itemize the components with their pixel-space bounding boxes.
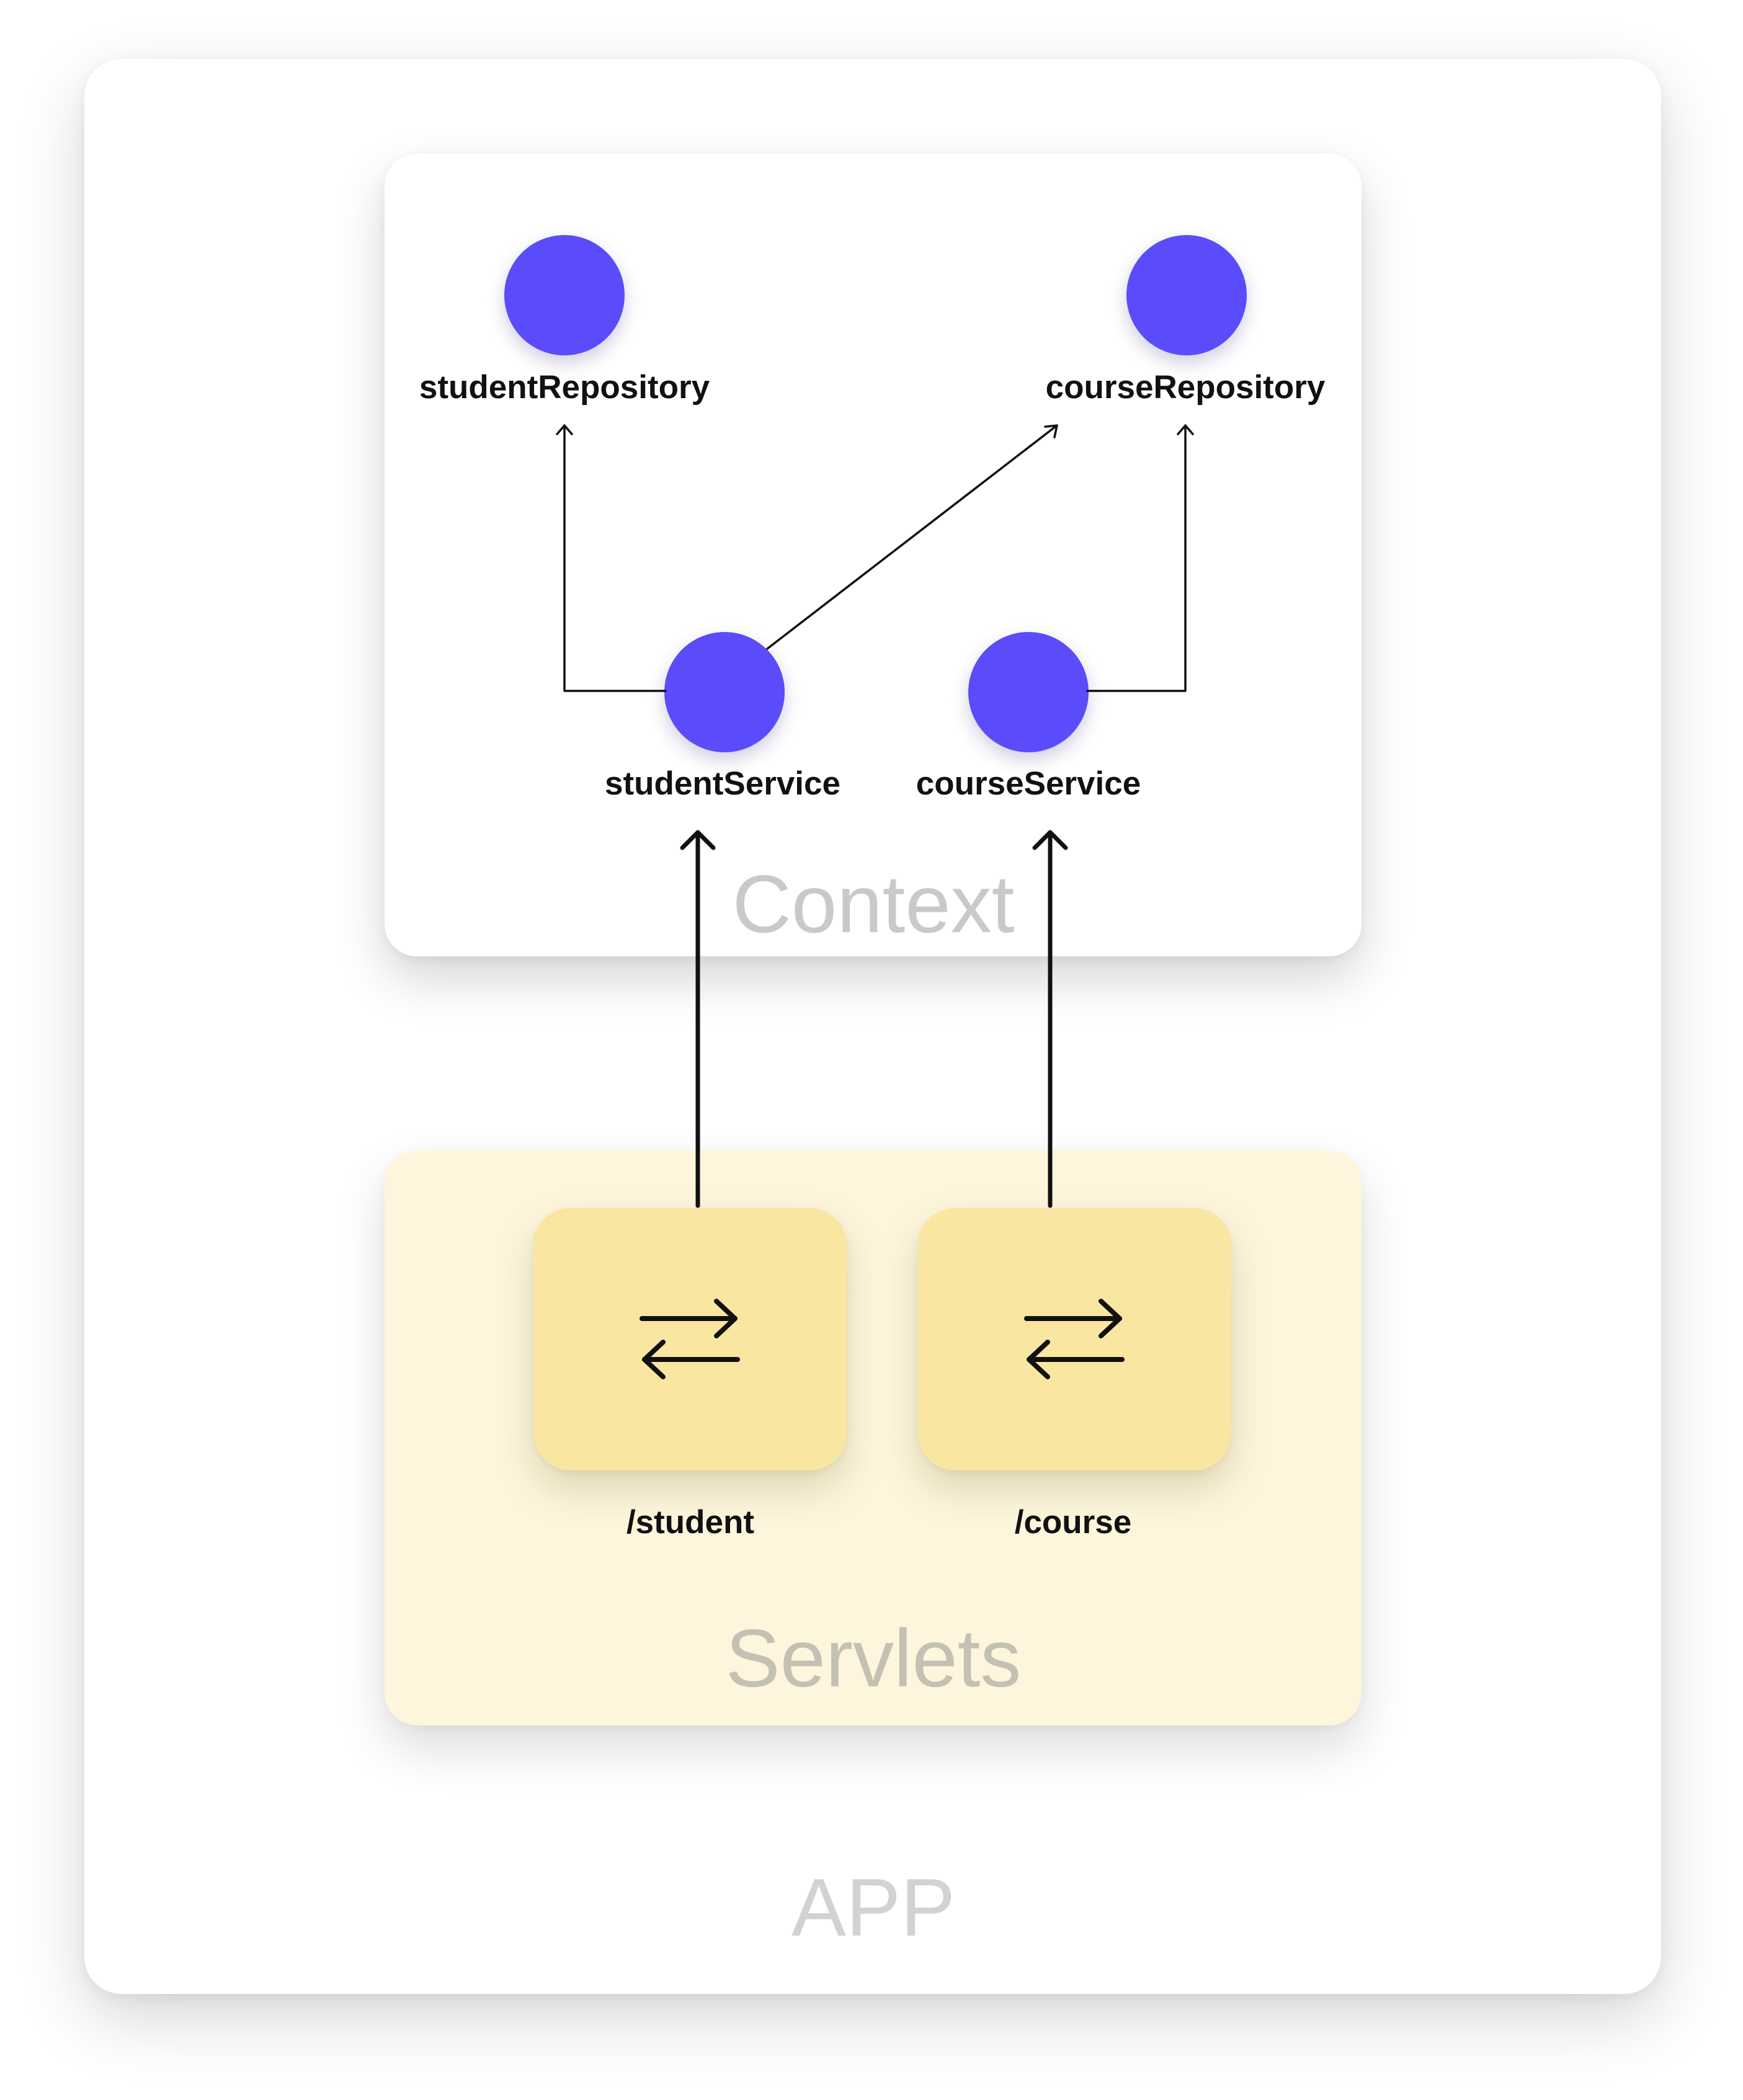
course-service-node bbox=[968, 632, 1089, 752]
student-service-node bbox=[664, 632, 785, 752]
context-title: Context bbox=[732, 858, 1015, 950]
servlet-path-student: /student bbox=[626, 1504, 755, 1541]
course-repository-label: courseRepository bbox=[1045, 369, 1326, 406]
app-title: APP bbox=[791, 1862, 956, 1953]
servlet-path-course: /course bbox=[1014, 1504, 1132, 1541]
student-service-label: studentService bbox=[605, 765, 840, 802]
swap-arrows-icon bbox=[1024, 1299, 1125, 1379]
student-repository-label: studentRepository bbox=[419, 369, 710, 406]
servlets-title: Servlets bbox=[725, 1613, 1022, 1704]
servlet-card-course[interactable] bbox=[918, 1208, 1231, 1470]
course-service-label: courseService bbox=[916, 765, 1141, 802]
swap-arrows-icon bbox=[640, 1299, 740, 1379]
course-repository-node bbox=[1126, 235, 1247, 355]
student-repository-node bbox=[504, 235, 625, 355]
servlet-card-student[interactable] bbox=[533, 1208, 847, 1470]
